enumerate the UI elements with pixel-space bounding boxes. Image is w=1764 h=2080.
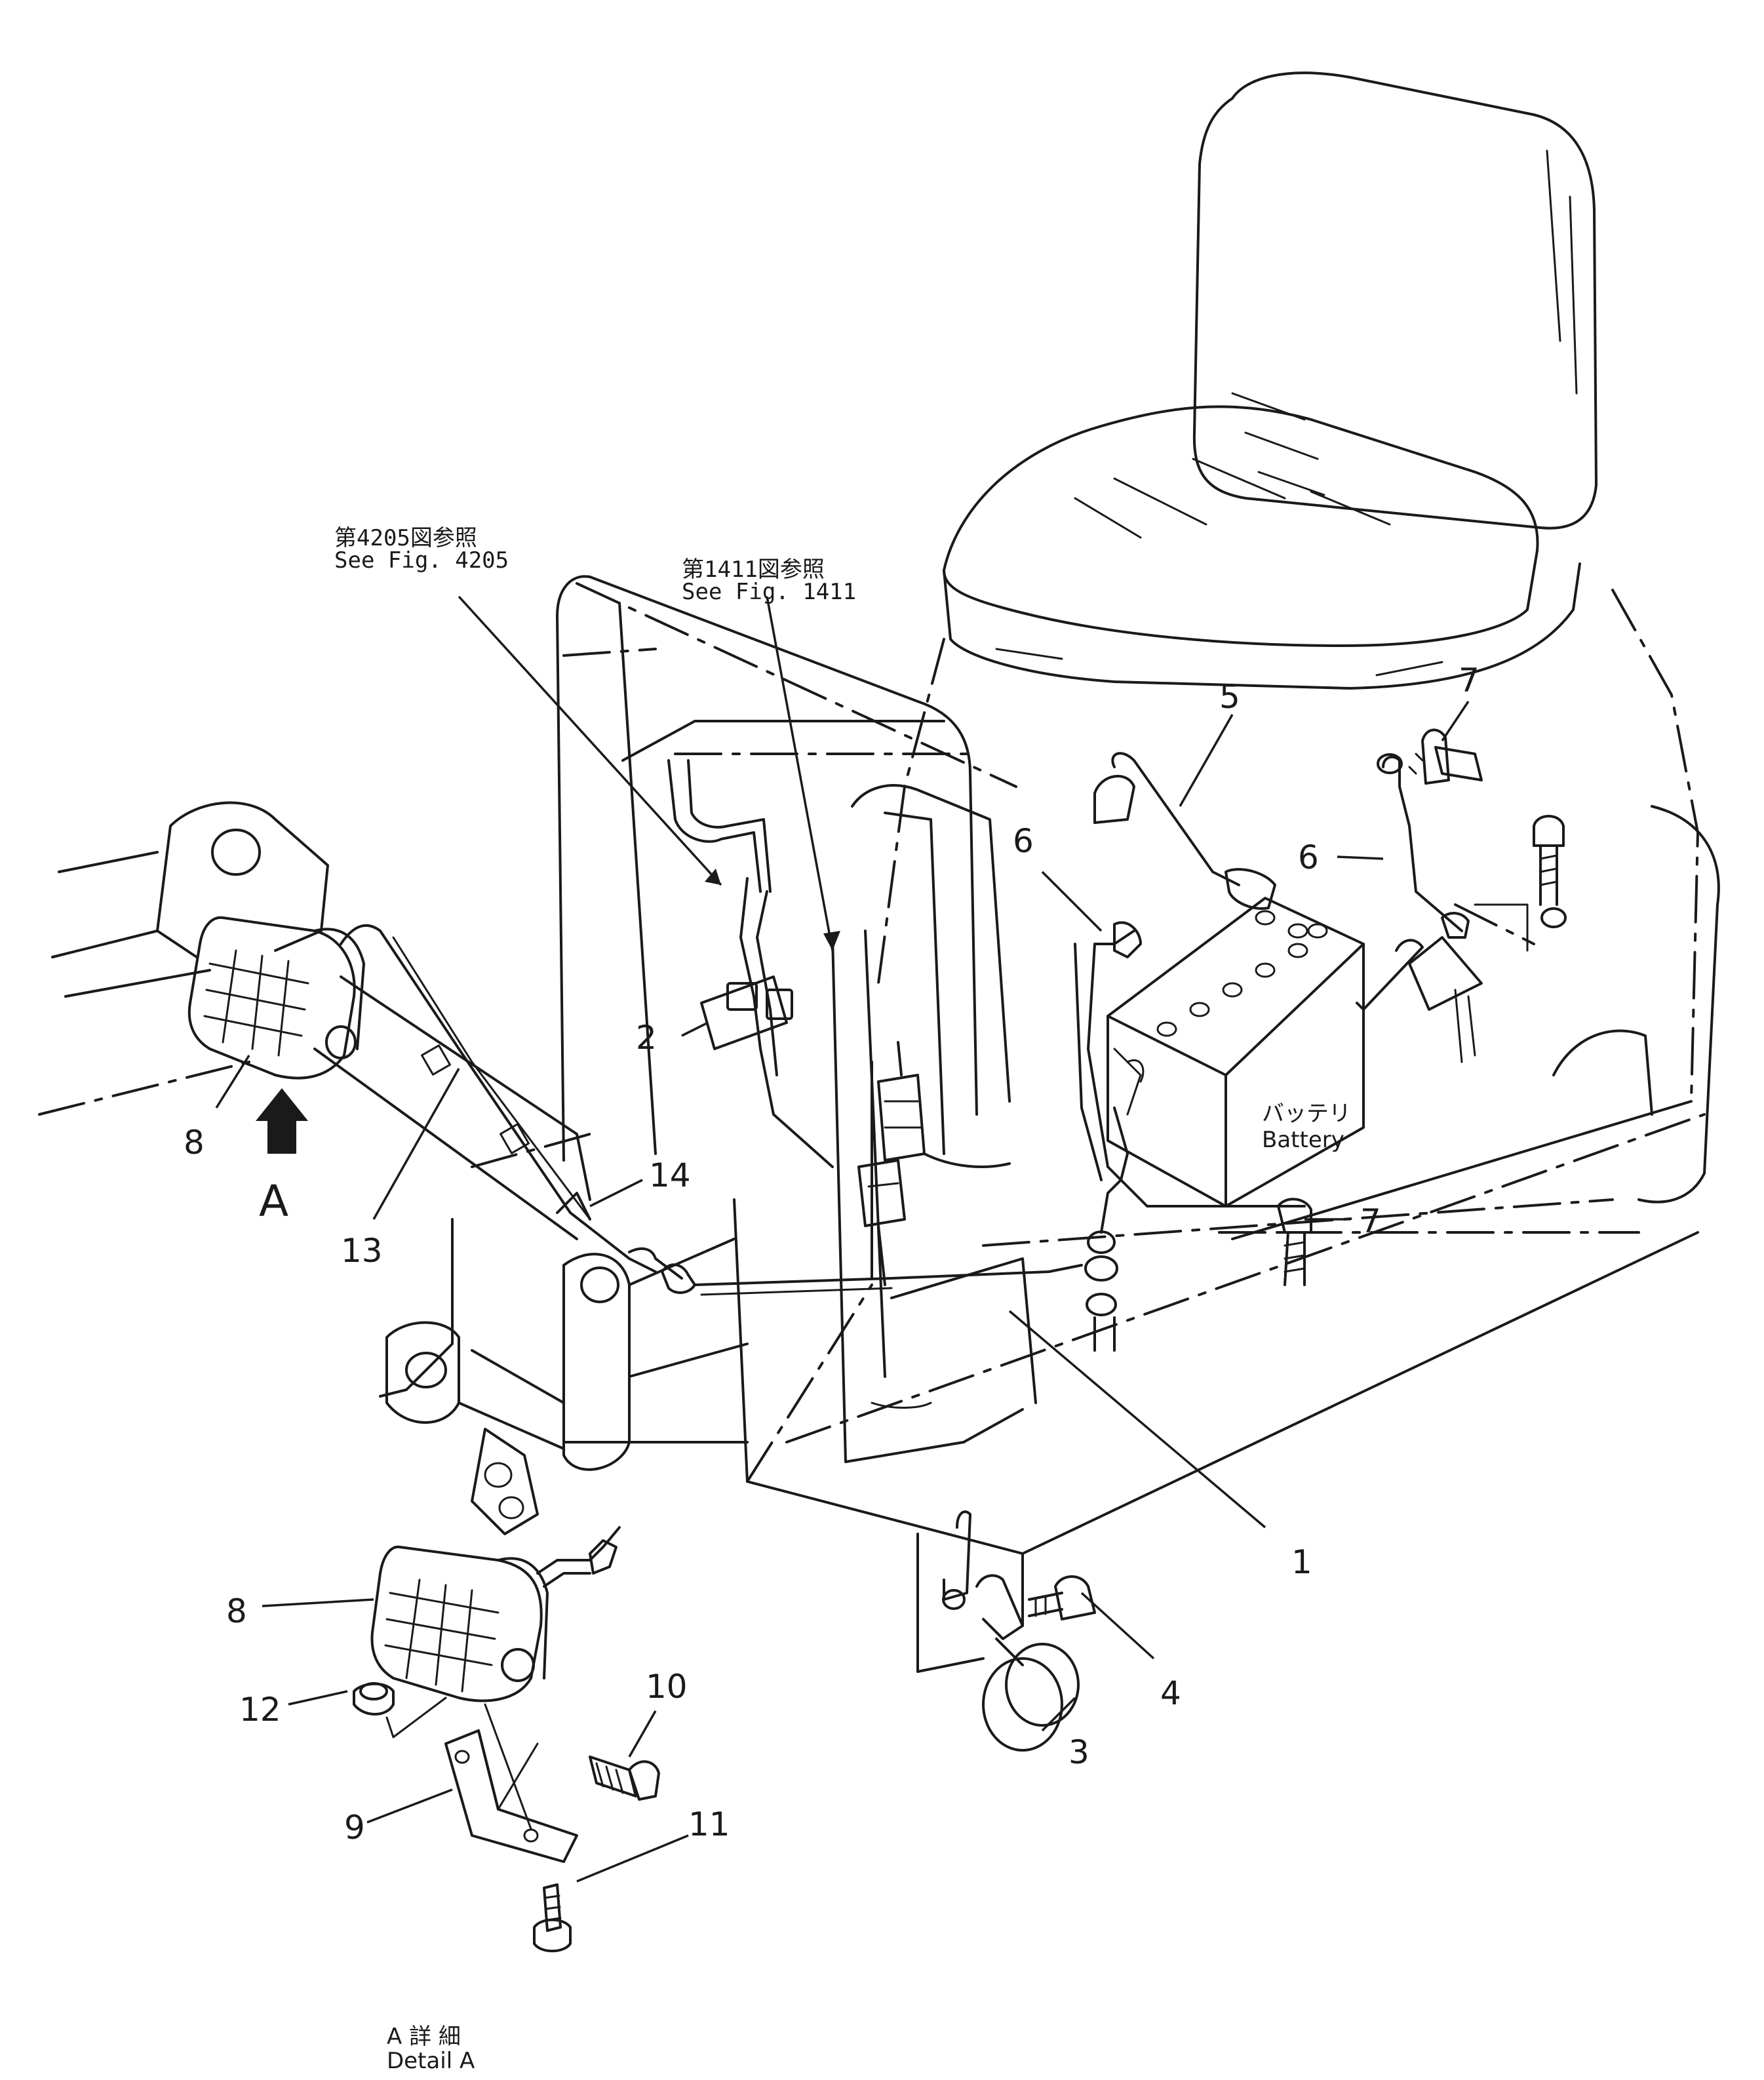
callout-7a: 7	[1459, 661, 1480, 699]
battery-labels: バッテリ Battery	[1262, 1101, 1351, 1153]
callout-12: 12	[239, 1691, 281, 1729]
callout-13: 13	[341, 1232, 383, 1270]
callout-6a: 6	[1013, 822, 1034, 860]
callout-2: 2	[636, 1019, 657, 1057]
fig4205-ref-en: See Fig. 4205	[334, 547, 509, 574]
work-lamp-upper	[187, 916, 365, 1080]
battery	[1107, 897, 1365, 1207]
lamp-harness	[340, 924, 1118, 1352]
detail-a-bracket	[444, 1703, 578, 1863]
detail-caption-en: Detail A	[387, 2048, 475, 2074]
callout-8a: 8	[184, 1124, 205, 1162]
battery-label-en: Battery	[1262, 1127, 1344, 1153]
fig4205-ref-jp: 第4205図参照	[334, 525, 477, 551]
detail-a-lamp	[370, 1526, 621, 1702]
reference-labels: 第4205図参照 See Fig. 4205 第1411図参照 See Fig.…	[334, 525, 856, 605]
fig1411-ref-jp: 第1411図参照	[682, 557, 825, 583]
callout-11: 11	[688, 1805, 730, 1843]
detail-caption-jp: A 詳 細	[387, 2024, 461, 2050]
fig1411-ref-en: See Fig. 1411	[682, 579, 856, 605]
operator-seat	[746, 71, 1720, 1627]
callout-numbers: 1 2 3 4 5 6 6 7 7 8 8 9 10 11 12 13 14 A	[184, 661, 1480, 1847]
detail-a-nut	[353, 1682, 447, 1738]
bolt-7-lower	[1277, 1198, 1312, 1286]
console-frame	[556, 575, 1037, 1483]
battery-label-jp: バッテリ	[1262, 1101, 1351, 1127]
callout-14: 14	[649, 1156, 691, 1194]
bolt-upper-right	[1533, 815, 1567, 928]
detail-a-bolt-11	[533, 1883, 572, 1953]
battery-cables	[1074, 752, 1535, 1254]
callout-8b: 8	[226, 1592, 247, 1630]
leader-lines	[215, 701, 1470, 1883]
callout-1: 1	[1291, 1543, 1312, 1581]
view-marker-a: A	[259, 1176, 288, 1226]
callout-5: 5	[1219, 678, 1240, 716]
detail-a-bolt-10	[589, 1756, 660, 1801]
callout-4: 4	[1160, 1674, 1181, 1712]
callout-6b: 6	[1298, 838, 1319, 876]
callout-7b: 7	[1360, 1202, 1381, 1240]
horn	[916, 1510, 1096, 1752]
frame-arm	[38, 801, 749, 1535]
bolt-7-upper	[1408, 728, 1483, 785]
callout-3: 3	[1068, 1733, 1089, 1771]
connector-set	[667, 759, 926, 1286]
reference-arrows	[458, 595, 840, 951]
callout-9: 9	[344, 1809, 365, 1847]
detail-caption: A 詳 細 Detail A	[387, 2024, 475, 2074]
view-arrow-a	[256, 1088, 308, 1154]
callout-10: 10	[646, 1668, 688, 1706]
